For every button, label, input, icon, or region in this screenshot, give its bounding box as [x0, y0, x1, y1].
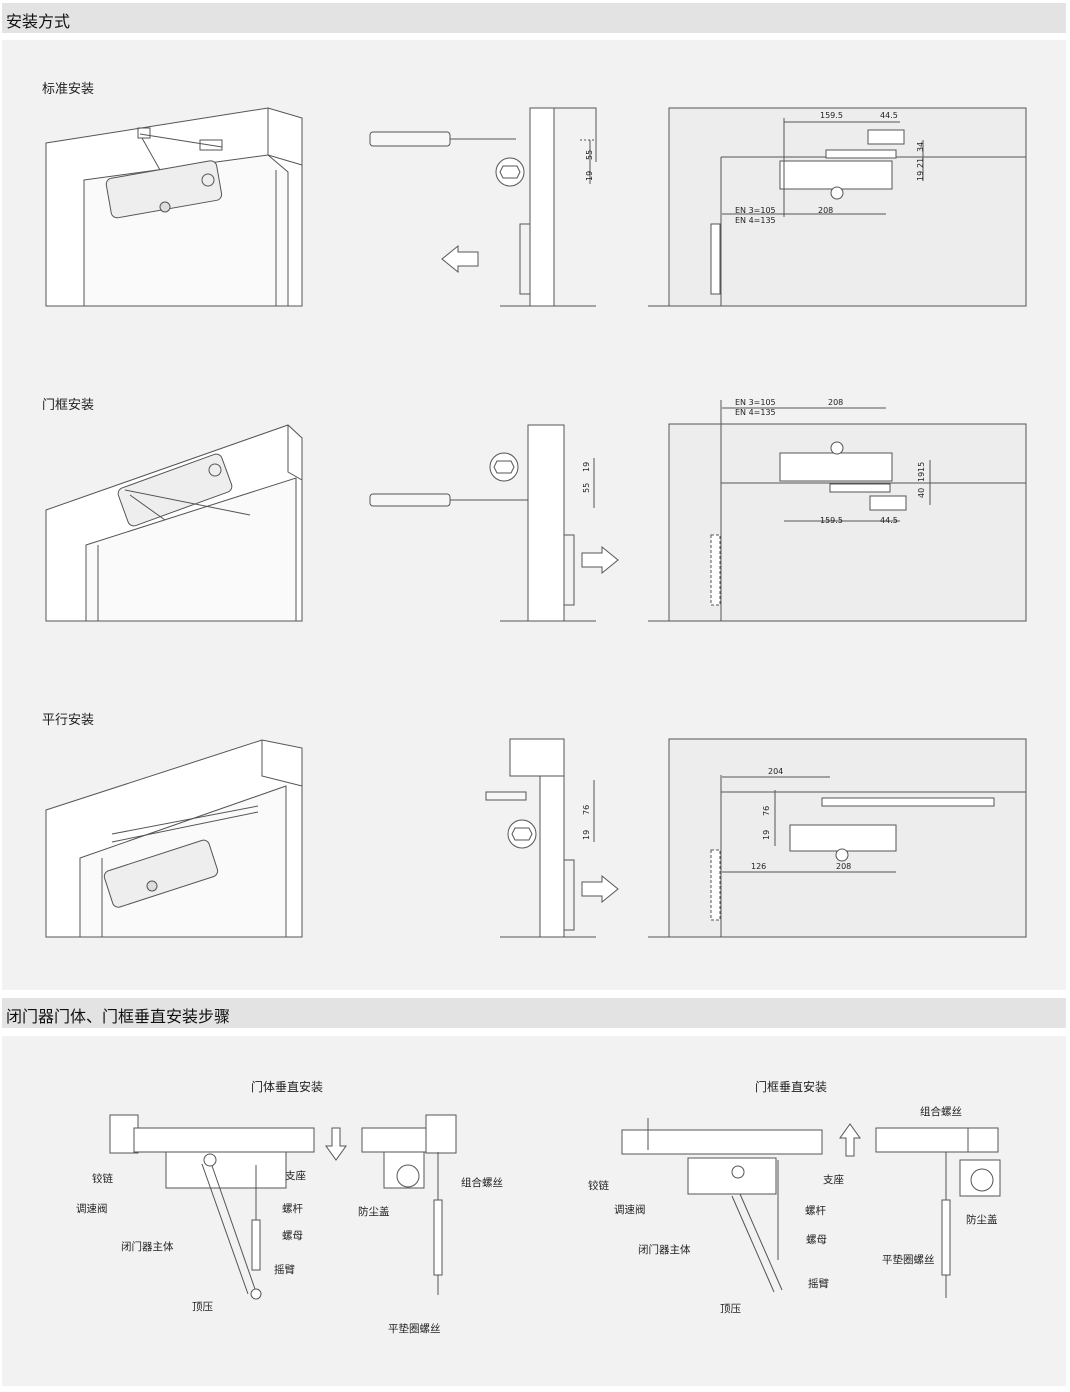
- dim-label: 208: [828, 398, 844, 407]
- callout-combo-screw: 组合螺丝: [461, 1177, 503, 1189]
- callout-base: 支座: [823, 1174, 844, 1186]
- section-title: 闭门器门体、门框垂直安装步骤: [6, 1007, 231, 1026]
- callout-top: 顶压: [192, 1301, 213, 1313]
- standard-top-view: [370, 108, 596, 306]
- callout-nut: 螺母: [806, 1234, 827, 1246]
- callout-valve: 调速阀: [614, 1204, 646, 1216]
- dim-label: 126: [751, 862, 767, 871]
- vertical-install-panel: [2, 1036, 1066, 1386]
- dim-label: 208: [836, 862, 852, 871]
- standard-perspective-illustration: [46, 108, 302, 306]
- dim-label: EN 4=135: [735, 216, 776, 225]
- callout-hinge: 铰链: [588, 1180, 609, 1192]
- row-label-frame: 门框安装: [42, 398, 95, 413]
- callout-washer-screw: 平垫圈螺丝: [882, 1254, 935, 1266]
- dim-label: 44.5: [880, 516, 898, 525]
- section-title: 安装方式: [6, 12, 71, 31]
- dim-label: 204: [768, 767, 784, 776]
- dim-label: EN 4=135: [735, 408, 776, 417]
- dim-label: EN 3=105: [735, 398, 776, 407]
- callout-body: 闭门器主体: [121, 1241, 174, 1253]
- subtitle-frame-vertical: 门框垂直安装: [755, 1080, 828, 1094]
- parallel-top-view: [486, 739, 618, 937]
- frame-top-view: [370, 425, 618, 621]
- dim-label: 159.5: [820, 111, 843, 120]
- callout-dust: 防尘盖: [358, 1206, 390, 1218]
- row-label-standard: 标准安装: [42, 82, 95, 97]
- dim-label: 159.5: [820, 516, 843, 525]
- frame-front-view: [648, 400, 1026, 621]
- callout-body: 闭门器主体: [638, 1244, 691, 1256]
- callout-washer-screw: 平垫圈螺丝: [388, 1323, 441, 1335]
- callout-rod: 螺杆: [805, 1205, 826, 1217]
- callout-top: 顶压: [720, 1303, 741, 1315]
- section-header-vertical-install-steps: 闭门器门体、门框垂直安装步骤: [2, 998, 1066, 1028]
- parallel-perspective-illustration: [46, 740, 302, 937]
- dim-label: 44.5: [880, 111, 898, 120]
- dim-label: 208: [818, 206, 834, 215]
- callout-dust: 防尘盖: [966, 1214, 998, 1226]
- callout-combo-screw: 组合螺丝: [920, 1106, 962, 1118]
- subtitle-door-vertical: 门体垂直安装: [251, 1080, 324, 1094]
- dim-label: EN 3=105: [735, 206, 776, 215]
- door-vertical-illustration: [110, 1115, 456, 1299]
- frame-perspective-illustration: [46, 425, 302, 621]
- callout-hinge: 铰链: [92, 1173, 113, 1185]
- section-header-install-methods: 安装方式: [2, 3, 1066, 33]
- row-label-parallel: 平行安装: [42, 713, 95, 728]
- callout-valve: 调速阀: [76, 1203, 108, 1215]
- callout-arm: 摇臂: [808, 1278, 829, 1290]
- standard-front-view: [648, 108, 1026, 306]
- parallel-front-view: [648, 739, 1026, 937]
- callout-rod: 螺杆: [282, 1203, 303, 1215]
- callout-base: 支座: [285, 1170, 306, 1182]
- callout-nut: 螺母: [282, 1230, 303, 1242]
- callout-arm: 摇臂: [274, 1264, 295, 1276]
- frame-vertical-illustration: [622, 1118, 1000, 1298]
